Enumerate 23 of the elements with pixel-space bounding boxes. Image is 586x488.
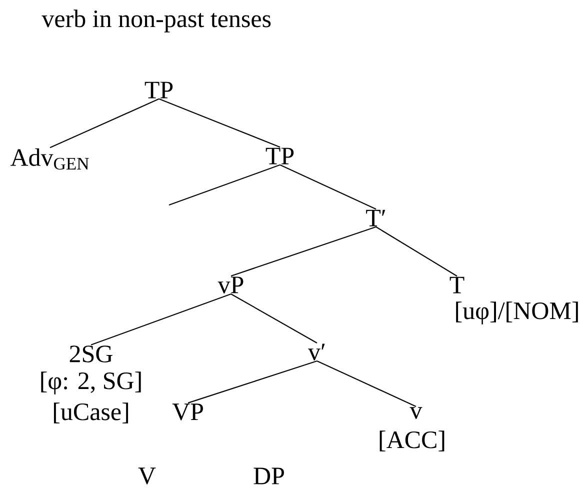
- branch-line: [188, 360, 318, 404]
- branch-line: [316, 360, 416, 407]
- tree-label: 2SG [φ: 2, SG] [uCase]: [41, 346, 141, 424]
- tree-label: T [uφ]/[NOM]: [450, 276, 578, 324]
- tree-label: TP: [144, 82, 173, 98]
- branch-line: [168, 164, 280, 206]
- branch-line: [50, 98, 160, 148]
- tree-label: V: [138, 468, 156, 484]
- branch-line: [230, 226, 376, 277]
- title: verb in non-past tenses: [42, 10, 271, 32]
- branch-line: [280, 164, 376, 210]
- tree-label: DP: [254, 468, 284, 484]
- tree-label: VP: [172, 404, 203, 420]
- tree-label: v [ACC]: [380, 407, 444, 452]
- tree-label: vP: [218, 276, 244, 294]
- tree-label: TP: [266, 148, 294, 164]
- branch-line: [376, 226, 458, 277]
- branch-line: [230, 294, 318, 344]
- tree-label: Adv$_{GEN}$: [10, 148, 89, 170]
- branch-line: [90, 294, 232, 346]
- branch-line: [158, 98, 280, 148]
- tree-label: T′: [366, 210, 386, 226]
- tree-label: v′: [308, 344, 325, 360]
